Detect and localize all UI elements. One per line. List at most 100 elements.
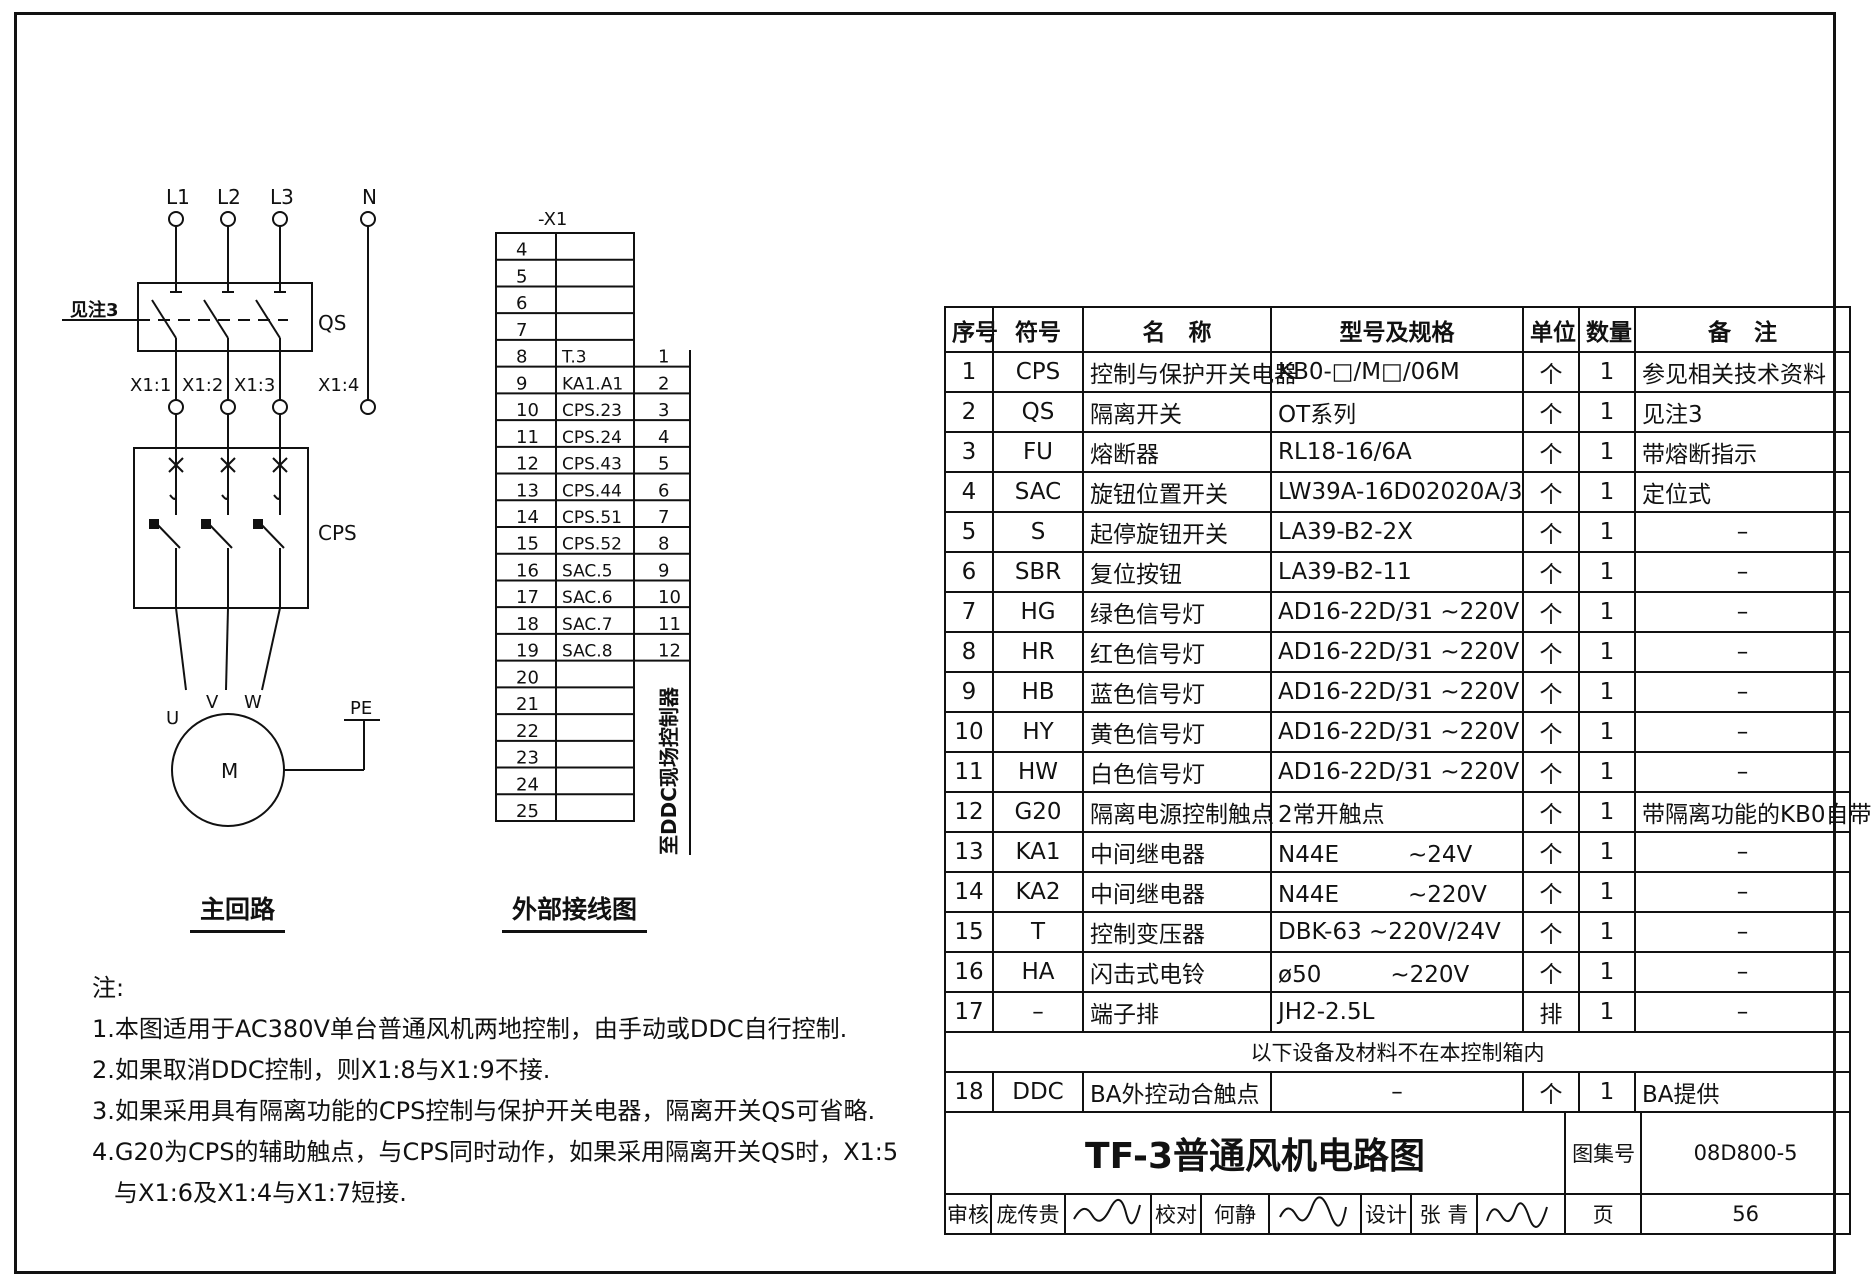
motor-terminal-w: W (244, 692, 262, 713)
review-name: 庞传贵 (990, 1193, 1066, 1235)
terminal-number: 15 (516, 534, 539, 555)
bom-cell: – (1634, 551, 1851, 593)
bom-cell: SAC (992, 471, 1084, 513)
terminal-signal: CPS.23 (562, 401, 622, 421)
terminal-signal: SAC.8 (562, 642, 613, 662)
bom-cell: SBR (992, 551, 1084, 593)
bom-cell: 个 (1522, 911, 1580, 953)
bom-header-cell: 数量 (1578, 306, 1636, 353)
terminal-signal: CPS.43 (562, 455, 622, 475)
bom-cell: 个 (1522, 351, 1580, 393)
motor-label: M (221, 759, 238, 783)
bom-cell: AD16-22D/31 ~220V (1270, 751, 1524, 793)
terminal-number: 16 (516, 560, 539, 581)
qs-label: QS (318, 311, 346, 335)
terminal-number: 24 (516, 774, 539, 795)
wire-number: 12 (658, 641, 681, 662)
bom-cell: 6 (944, 551, 994, 593)
bom-cell: BA提供 (1634, 1071, 1851, 1113)
bom-cell: 7 (944, 591, 994, 633)
bom-cell: HR (992, 631, 1084, 673)
check-name: 何静 (1200, 1193, 1270, 1235)
check-signature (1268, 1193, 1362, 1235)
bom-cell: 蓝色信号灯 (1082, 671, 1272, 713)
bom-cell: 4 (944, 471, 994, 513)
bom-cell: – (1634, 751, 1851, 793)
notes-section: 注: 1.本图适用于AC380V单台普通风机两地控制，由手动或DDC自行控制. … (92, 968, 898, 1214)
bom-cell: N44E ~220V (1270, 871, 1524, 913)
terminal-signal: SAC.7 (562, 615, 613, 635)
motor-terminal-u: U (166, 708, 179, 729)
bom-cell: LA39-B2-11 (1270, 551, 1524, 593)
cps-label: CPS (318, 521, 357, 545)
bom-cell: 个 (1522, 791, 1580, 833)
bom-cell: 13 (944, 831, 994, 873)
terminal-number: 14 (516, 507, 539, 528)
bom-cell: 11 (944, 751, 994, 793)
note-1: 1.本图适用于AC380V单台普通风机两地控制，由手动或DDC自行控制. (92, 1015, 848, 1043)
wire-number: 1 (658, 347, 669, 368)
wire-number: 2 (658, 373, 669, 394)
page-label: 页 (1564, 1193, 1643, 1235)
design-label: 设计 (1360, 1193, 1412, 1235)
bom-cell: – (1634, 631, 1851, 673)
note-4: 4.G20为CPS的辅助触点，与CPS同时动作，如果采用隔离开关QS时，X1:5 (92, 1138, 899, 1166)
bom-cell: 10 (944, 711, 994, 753)
bom-cell: 个 (1522, 591, 1580, 633)
bom-cell: 熔断器 (1082, 431, 1272, 473)
bom-cell: 8 (944, 631, 994, 673)
bom-cell: HB (992, 671, 1084, 713)
atlas-number: 08D800-5 (1640, 1111, 1852, 1195)
bom-cell: 1 (1578, 671, 1636, 713)
bom-cell: BA外控动合触点 (1082, 1071, 1272, 1113)
terminal-number: 4 (516, 240, 527, 261)
bom-cell: 隔离开关 (1082, 391, 1272, 433)
bom-cell: 个 (1522, 671, 1580, 713)
main-circuit-caption: 主回路 (190, 890, 286, 933)
bom-cell: 带熔断指示 (1634, 431, 1851, 473)
bom-cell: HY (992, 711, 1084, 753)
bom-cell: – (992, 991, 1084, 1033)
bom-cell: 1 (1578, 511, 1636, 553)
bom-cell: 起停旋钮开关 (1082, 511, 1272, 553)
neutral-label: N (362, 185, 377, 209)
bom-cell: 2 (944, 391, 994, 433)
bom-cell: 定位式 (1634, 471, 1851, 513)
terminal-label-n: X1:4 (318, 375, 359, 396)
terminal-signal: SAC.6 (562, 588, 613, 608)
bom-cell: – (1634, 831, 1851, 873)
bom-cell: 个 (1522, 391, 1580, 433)
notes-heading: 注: (92, 974, 125, 1002)
phase-label-l1: L1 (166, 185, 190, 209)
terminal-number: 9 (516, 373, 527, 394)
terminal-number: 8 (516, 347, 527, 368)
bom-header-cell: 序号 (944, 306, 998, 353)
terminal-number: 19 (516, 641, 539, 662)
bom-cell: 16 (944, 951, 994, 993)
bom-cell: 个 (1522, 951, 1580, 993)
design-signature (1475, 1193, 1567, 1235)
bom-cell: 1 (1578, 1071, 1636, 1113)
note-4-cont: 与X1:6及X1:4与X1:7短接. (114, 1179, 407, 1207)
review-label: 审核 (944, 1193, 992, 1235)
terminal-signal: SAC.5 (562, 561, 613, 581)
bom-cell: T (992, 911, 1084, 953)
terminal-label-3: X1:3 (234, 375, 275, 396)
wire-number: 6 (658, 480, 669, 501)
bom-cell: 端子排 (1082, 991, 1272, 1033)
terminal-number: 6 (516, 293, 527, 314)
bom-cell: – (1634, 991, 1851, 1033)
bom-cell: 1 (1578, 751, 1636, 793)
bom-cell: 17 (944, 991, 994, 1033)
bom-cell: LA39-B2-2X (1270, 511, 1524, 553)
